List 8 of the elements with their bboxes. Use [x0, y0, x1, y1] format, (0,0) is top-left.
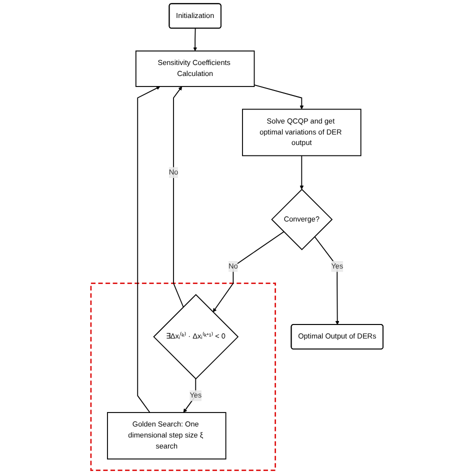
- cluster: [90, 282, 276, 472]
- arrow: [314, 236, 340, 325]
- arrow: [193, 28, 198, 52]
- arrow: [137, 86, 160, 413]
- arrow: [212, 231, 284, 312]
- arrow: [173, 86, 184, 308]
- arrow: [254, 84, 304, 110]
- arrow: [300, 155, 304, 190]
